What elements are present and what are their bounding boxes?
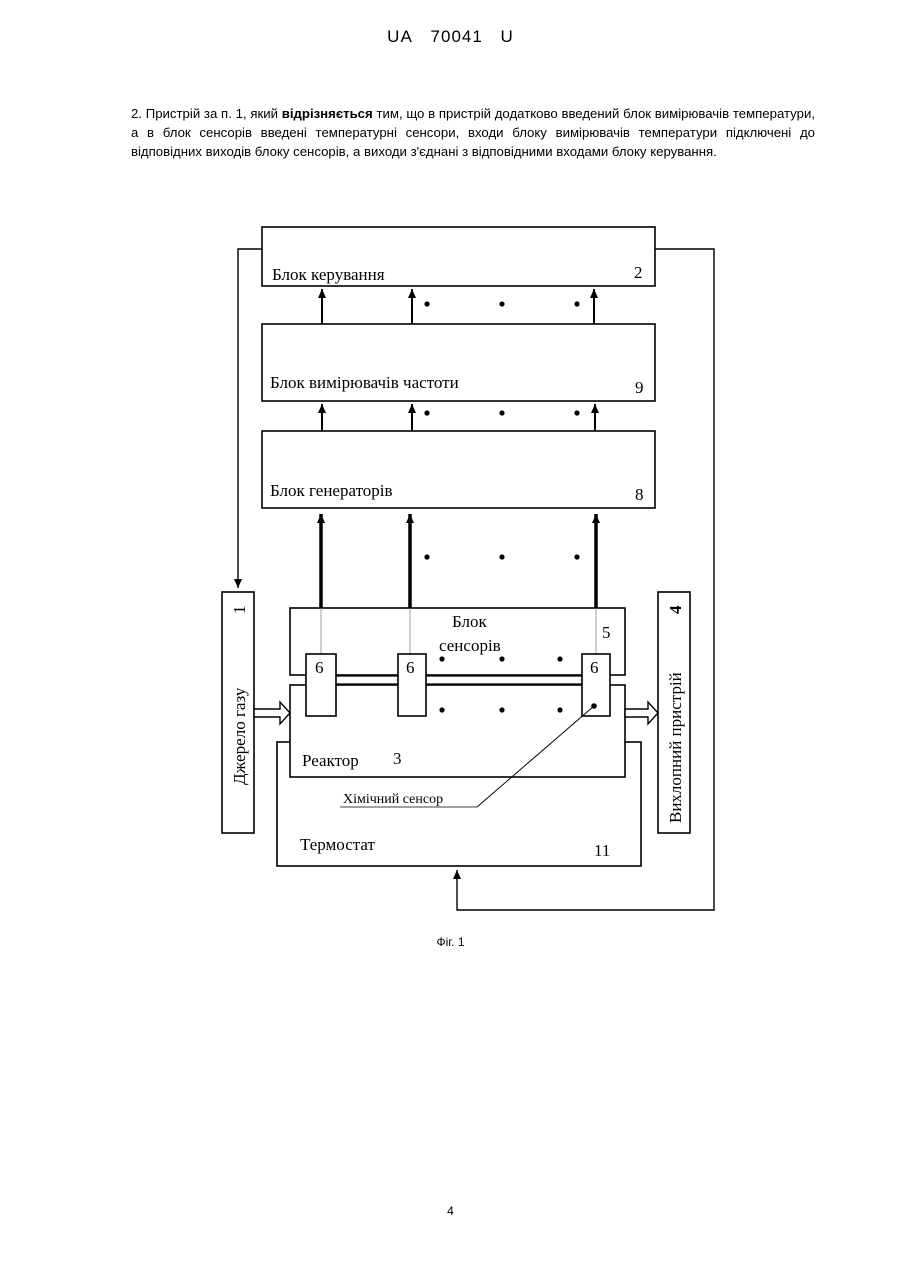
sensor-block-number: 5 <box>602 623 611 642</box>
sensor-item-1-label: 6 <box>315 658 324 677</box>
sensor-item-2: 6 <box>398 654 426 716</box>
generator-block-number: 8 <box>635 485 644 504</box>
exhaust-label: Вихлопний пристрій <box>666 672 685 823</box>
thermostat-label: Термостат <box>300 835 375 854</box>
sensor-block-label-2: сенсорів <box>439 636 501 655</box>
arrows-freq-to-control <box>322 289 594 324</box>
figure-caption: Фіг. 1 <box>0 935 901 949</box>
reactor-number: 3 <box>393 749 402 768</box>
arrows-gen-to-freq <box>322 404 595 431</box>
arrows-sensors-to-gen <box>321 514 596 608</box>
gas-source-label: Джерело газу <box>230 687 249 785</box>
dots-row-2 <box>424 410 579 415</box>
exhaust-number: 4 <box>666 605 685 614</box>
thermostat-number: 11 <box>594 841 610 860</box>
freq-block-label: Блок вимірювачів частоти <box>270 373 459 392</box>
generator-block-label: Блок генераторів <box>270 481 393 500</box>
dots-row-1 <box>424 301 579 306</box>
sensor-item-1: 6 <box>306 654 336 716</box>
control-block-label: Блок керування <box>272 265 385 284</box>
control-to-gas-line <box>238 249 262 588</box>
gas-inflow-arrow <box>254 702 290 724</box>
dots-row-3 <box>424 554 579 559</box>
sensor-block-label-1: Блок <box>452 612 488 631</box>
freq-block-number: 9 <box>635 378 644 397</box>
exhaust-outflow-arrow <box>625 702 658 724</box>
sensor-rail <box>336 676 582 684</box>
control-block-number: 2 <box>634 263 643 282</box>
gas-source-number: 1 <box>230 606 249 615</box>
sensor-item-3-label: 6 <box>590 658 599 677</box>
reactor-label: Реактор <box>302 751 359 770</box>
sensor-item-2-label: 6 <box>406 658 415 677</box>
chem-sensor-label: Хімічний сенсор <box>343 792 443 807</box>
page-number: 4 <box>0 1204 901 1218</box>
